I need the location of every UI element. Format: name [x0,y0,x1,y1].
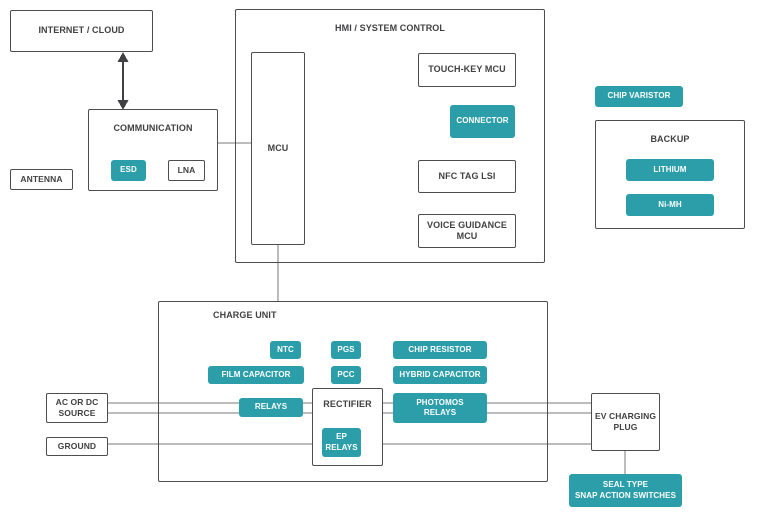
hybrid-capacitor-chip: HYBRID CAPACITOR [393,366,487,384]
nfc-tag-lsi-box: NFC TAG LSI [418,160,516,193]
internet-communication-arrow [117,52,129,110]
hmi-title: HMI / SYSTEM CONTROL [335,23,445,33]
pcc-label: PCC [337,369,355,379]
ev-charging-plug-box: EV CHARGING PLUG [591,393,660,451]
ni-mh-label: Ni-MH [658,199,682,209]
photomos-relays-line1: PHOTOMOS [416,397,464,407]
esd-chip: ESD [111,160,146,181]
film-capacitor-chip: FILM CAPACITOR [208,366,304,384]
seal-snap-switches-line2: SNAP ACTION SWITCHES [574,490,677,500]
mcu-box: MCU [251,52,305,245]
communication-title: COMMUNICATION [113,123,193,133]
internet-cloud-box: INTERNET / CLOUD [10,10,153,52]
voice-guidance-mcu-box: VOICE GUIDANCE MCU [418,214,516,248]
ev-charging-plug-line1: EV CHARGING [594,410,657,421]
photomos-relays-line2: RELAYS [423,408,457,417]
ni-mh-chip: Ni-MH [626,194,714,216]
photomos-relays-chip: PHOTOMOS RELAYS [393,393,487,423]
chip-resistor-label: CHIP RESISTOR [408,344,472,354]
chip-varistor-chip: CHIP VARISTOR [595,86,683,107]
ac-dc-source-box: AC OR DC SOURCE [46,393,108,423]
hybrid-capacitor-label: HYBRID CAPACITOR [399,369,481,379]
seal-snap-switches-line1: SEAL TYPE [602,480,649,490]
antenna-box: ANTENNA [10,169,73,190]
chip-varistor-label: CHIP VARISTOR [607,91,671,101]
voice-guidance-line2: MCU [456,231,478,241]
ground-box: GROUND [46,437,108,456]
ac-dc-source-line1: AC OR DC [55,396,99,407]
seal-snap-switches-chip: SEAL TYPE SNAP ACTION SWITCHES [569,474,682,507]
chip-resistor-chip: CHIP RESISTOR [393,341,487,359]
film-capacitor-label: FILM CAPACITOR [221,369,291,379]
ac-dc-source-line2: SOURCE [58,408,96,418]
esd-label: ESD [120,165,137,175]
lithium-label: LITHIUM [653,164,687,174]
backup-title: BACKUP [650,134,690,144]
ep-relays-line1: EP [336,432,347,442]
pgs-label: PGS [337,344,355,354]
relays-chip: RELAYS [239,398,303,417]
connector-chip: CONNECTOR [450,105,515,138]
connector-label: CONNECTOR [456,116,509,126]
internet-cloud-label: INTERNET / CLOUD [38,25,125,36]
lna-label: LNA [177,164,196,175]
touch-key-mcu-label: TOUCH-KEY MCU [428,64,506,75]
ntc-label: NTC [277,344,294,354]
touch-key-mcu-box: TOUCH-KEY MCU [418,53,516,87]
mcu-label: MCU [267,142,289,153]
rectifier-label: RECTIFIER [323,399,372,409]
ep-relays-line2: RELAYS [325,442,358,452]
charge-unit-title: CHARGE UNIT [213,310,277,320]
ntc-chip: NTC [270,341,301,359]
ground-label: GROUND [57,440,97,451]
hmi-system-control-box: HMI / SYSTEM CONTROL [235,9,545,263]
lithium-chip: LITHIUM [626,159,714,181]
charge-unit-box: CHARGE UNIT [158,301,548,482]
lna-box: LNA [168,160,205,181]
antenna-label: ANTENNA [20,173,63,184]
relays-label: RELAYS [254,402,288,412]
ep-relays-chip: EP RELAYS [322,428,361,457]
voice-guidance-line1: VOICE GUIDANCE [427,219,507,230]
nfc-tag-lsi-label: NFC TAG LSI [438,170,496,181]
pcc-chip: PCC [331,366,361,384]
ev-charging-plug-line2: PLUG [613,422,638,432]
pgs-chip: PGS [331,341,361,359]
